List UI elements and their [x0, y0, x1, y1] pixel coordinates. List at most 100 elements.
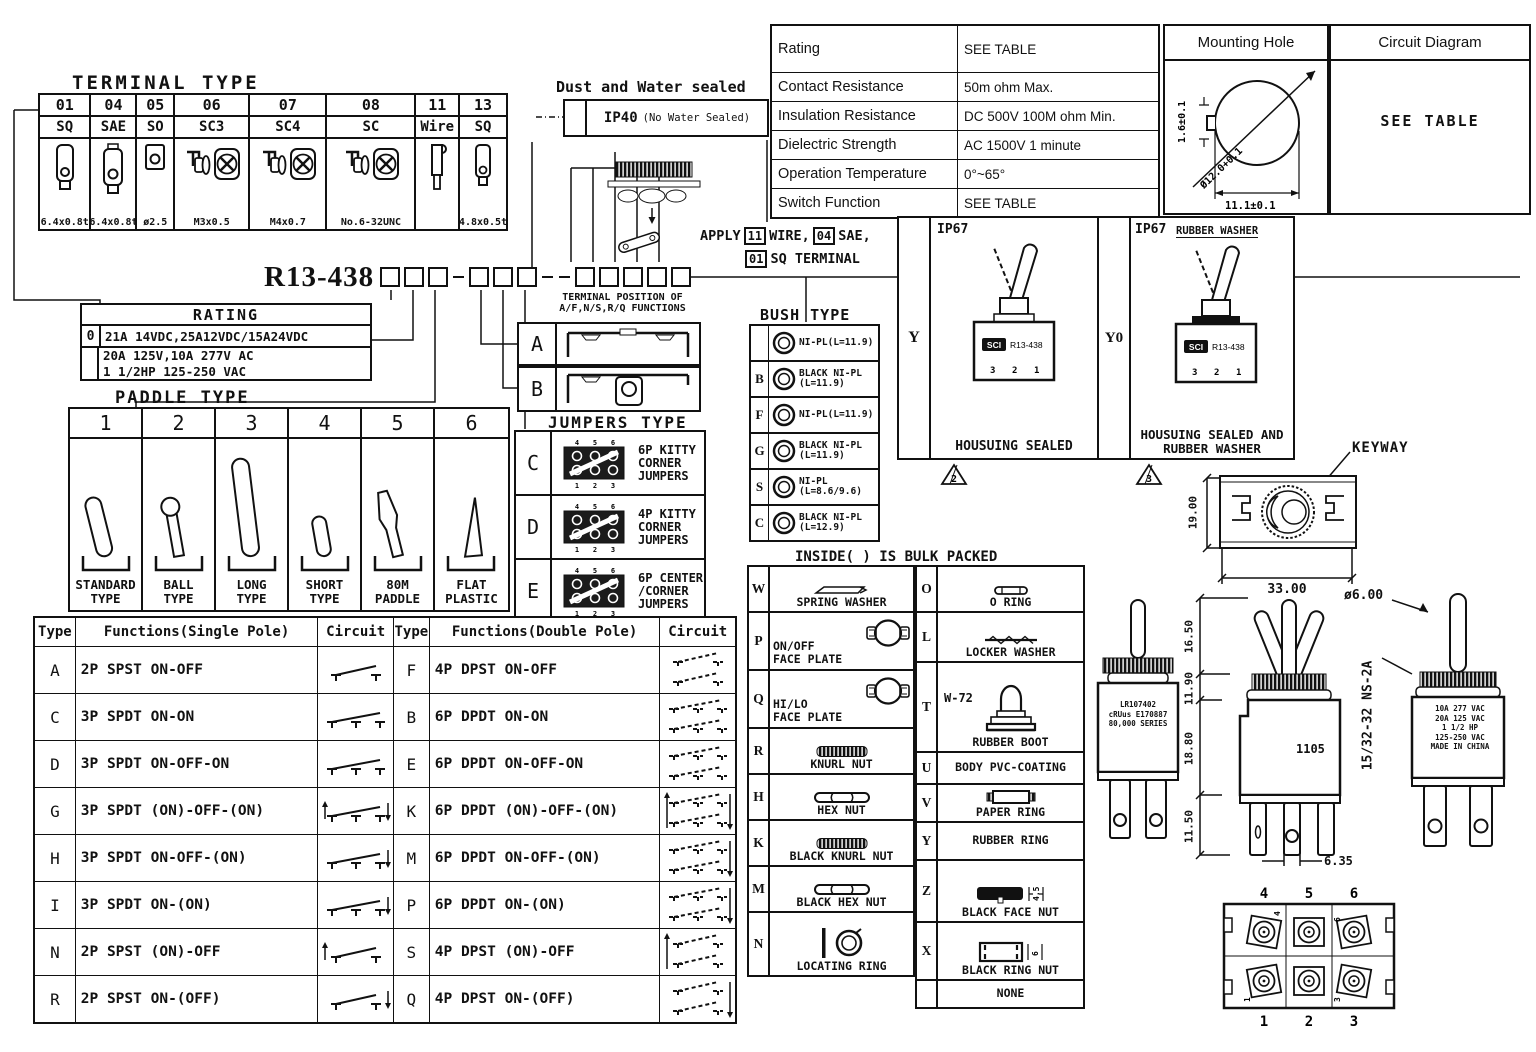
accessory-label: HI/LO FACE PLATE [773, 697, 843, 724]
accessory-label: RUBBER BOOT [972, 735, 1049, 749]
terminal-name: SC3 [175, 117, 249, 139]
svg-text:5: 5 [593, 439, 597, 447]
paddle-label: STANDARD TYPE [75, 577, 136, 606]
svg-text:SCI: SCI [987, 340, 1001, 350]
black-face-nut-icon: 4.5 [975, 884, 1047, 906]
svg-text:R13-438: R13-438 [1010, 340, 1043, 350]
functions-cell [317, 929, 393, 975]
dim-11-50: 11.50 [1182, 809, 1196, 844]
functions-cell [659, 788, 735, 834]
function-type-code: M [392, 835, 429, 881]
svg-text:4: 4 [1260, 886, 1268, 902]
right-label-line: 10A 277 VAC [1435, 704, 1485, 713]
function-description: 3P SPDT ON-OFF-ON [74, 741, 318, 787]
part-number-dash [559, 276, 571, 278]
svg-text:Ø12.0+0.1: Ø12.0+0.1 [1197, 145, 1245, 192]
accessory-code [917, 981, 938, 1007]
apply-note-line2: 01 SQ TERMINAL [745, 250, 860, 268]
bush-icon-cell [769, 326, 799, 360]
terminal-blade-small-icon [471, 142, 495, 194]
spec-value: DC 500V 100M ohm Min. [964, 108, 1116, 124]
svg-text:2: 2 [1214, 368, 1219, 378]
accessory-pre-label: W-72 [944, 691, 973, 705]
paddle-lever-icon [436, 452, 506, 574]
right-label-line: 125-250 VAC [1435, 732, 1485, 742]
function-type-code: K [392, 788, 429, 834]
terminal-code: 06 [175, 95, 249, 117]
functions-header-cell: Type [392, 618, 429, 646]
accessory-body: HI/LO FACE PLATE [770, 671, 913, 727]
terminal-wire-icon [424, 142, 450, 194]
apply-text-sae: SAE, [838, 228, 871, 244]
dim-16-50: 16.50 [1182, 619, 1196, 654]
function-description: 6P DPDT ON-OFF-ON [428, 741, 660, 787]
locker-washer-icon [982, 634, 1040, 646]
terminal-dimension: 4.8x0.5t [458, 217, 508, 228]
function-circuit-symbol [320, 657, 392, 683]
face-plate-icon [865, 617, 911, 649]
apply-text-sq-terminal: SQ TERMINAL [770, 251, 860, 267]
svg-text:1: 1 [575, 546, 579, 554]
svg-text:11.1±0.1: 11.1±0.1 [1225, 200, 1276, 212]
bush-row: NI-PL(L=11.9) [751, 326, 878, 360]
terminal-position-code: A [519, 324, 557, 364]
circuit-diagram-value: SEE TABLE [1380, 112, 1480, 130]
function-circuit-symbol [662, 648, 734, 692]
accessory-code: X [917, 923, 938, 979]
functions-cell [659, 694, 735, 740]
bush-icon-cell [769, 398, 799, 432]
accessory-code: R [749, 729, 770, 773]
functions-cell [317, 882, 393, 928]
functions-header-cell: Circuit [317, 618, 393, 646]
function-type-code: Q [392, 976, 429, 1022]
accessory-code: T [917, 663, 938, 751]
paddle-label: 80M PADDLE [374, 577, 421, 606]
terminal-screw-icon [259, 142, 317, 184]
paddle-number: 4 [289, 409, 360, 439]
keyway-drawing [1219, 475, 1357, 549]
svg-text:3: 3 [611, 482, 615, 490]
keyway-width-dim: 33.00 [1267, 582, 1307, 597]
terminal-screw-icon [342, 142, 400, 184]
mounting-hole-panel: Mounting Hole Ø12.0+0.1 1.6±0.1 11.1±0.1 [1163, 24, 1329, 215]
paddle-label: FLAT PLASTIC [445, 577, 498, 606]
bush-ring-icon [771, 402, 797, 428]
accessory-code: P [749, 613, 770, 669]
svg-text:2: 2 [1305, 1014, 1313, 1030]
terminal-code: 13 [460, 95, 506, 117]
terminal-lug-icon [143, 142, 167, 172]
function-circuit-symbol [662, 977, 734, 1021]
paddle-number: 3 [216, 409, 287, 439]
terminal-code: 01 [40, 95, 90, 117]
jumper-code: E [516, 560, 552, 622]
accessory-code: K [749, 821, 770, 865]
functions-cell [659, 835, 735, 881]
part-number-box [428, 267, 449, 287]
paddle-lever-icon [144, 452, 214, 574]
paddle-lever-icon [290, 452, 360, 574]
part-number-box [575, 267, 596, 287]
terminal-position-row-A: A [517, 322, 701, 366]
terminal-name: SQ [460, 117, 506, 139]
function-type-code: A [50, 660, 60, 680]
bush-label: NI-PL(L=11.9) [799, 336, 874, 348]
accessory-label: HEX NUT [817, 803, 866, 817]
jumper-code: C [516, 432, 552, 494]
circuit-diagram-panel: Circuit Diagram SEE TABLE [1329, 24, 1531, 215]
svg-text:2: 2 [951, 474, 957, 485]
spec-label: Switch Function [772, 189, 958, 217]
spec-value: SEE TABLE [964, 41, 1037, 57]
